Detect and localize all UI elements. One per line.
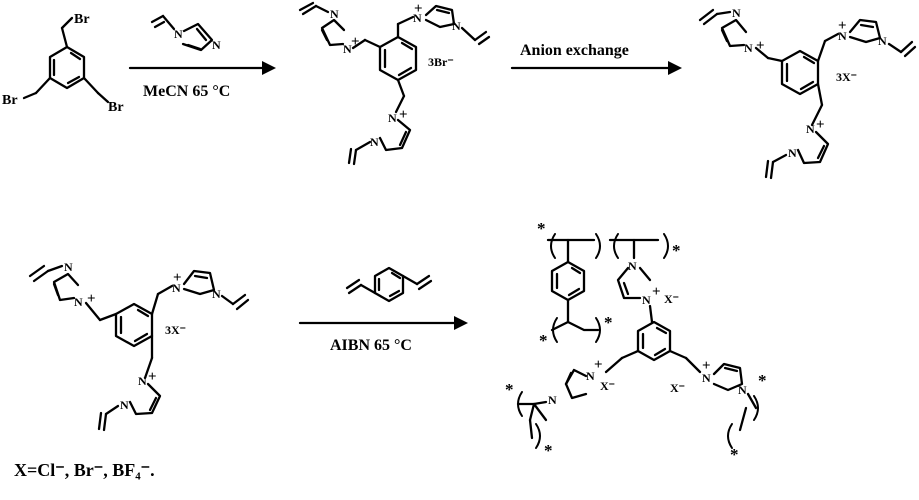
br-label: Br <box>74 12 90 27</box>
n-label: N <box>806 122 815 136</box>
bromide-counterion: 3Br⁻ <box>428 55 454 69</box>
plus-charge: + <box>756 38 765 54</box>
plus-charge: + <box>816 117 825 133</box>
trisimidazolium-monomer: N + N N + N N + N 3X⁻ <box>28 260 250 432</box>
polymer-network: * * * * N N + X⁻ N + X⁻ <box>505 219 767 464</box>
n-label: N <box>413 11 422 25</box>
n-label: N <box>212 38 221 52</box>
plus-charge: + <box>173 270 182 286</box>
n-label: N <box>330 7 339 21</box>
x-counterion: X⁻ <box>670 381 685 395</box>
plus-charge: + <box>87 291 96 307</box>
n-label: N <box>370 135 379 149</box>
n-label: N <box>174 27 183 41</box>
trisimidazolium-x: N + N N + N N + N 3X⁻ <box>698 6 917 180</box>
plus-charge: + <box>702 358 711 374</box>
chain-end-asterisk: * <box>544 441 553 460</box>
n-label: N <box>732 6 741 20</box>
chain-end-asterisk: * <box>537 219 546 238</box>
n-label: N <box>738 383 747 397</box>
n-label: N <box>343 42 352 56</box>
x-counterion: 3X⁻ <box>836 70 857 84</box>
reaction-3-conditions: AIBN 65 °C <box>330 337 412 354</box>
br-label: Br <box>108 100 124 115</box>
n-label: N <box>586 369 595 383</box>
chain-end-asterisk: * <box>539 331 548 350</box>
reaction-arrow-2: Anion exchange <box>510 42 682 75</box>
plus-charge: + <box>652 284 661 300</box>
n-label: N <box>642 293 651 307</box>
x-counterion: X⁻ <box>664 292 679 306</box>
n-label: N <box>172 281 181 295</box>
reaction-arrow-1: MeCN 65 °C <box>128 61 276 100</box>
chain-end-asterisk: * <box>505 380 514 399</box>
plus-charge: + <box>148 369 157 385</box>
chain-end-asterisk: * <box>758 371 767 390</box>
divinylbenzene-reagent <box>345 266 433 303</box>
n-label: N <box>138 374 147 388</box>
reaction-1-conditions: MeCN 65 °C <box>143 83 230 100</box>
n-label: N <box>788 146 797 160</box>
n-label: N <box>838 29 847 43</box>
plus-charge: + <box>399 107 408 123</box>
n-label: N <box>452 19 461 33</box>
n-label: N <box>64 260 73 274</box>
n-label: N <box>74 295 83 309</box>
n-label: N <box>388 111 397 125</box>
n-label: N <box>548 393 557 407</box>
trisimidazolium-bromide: N + N N + N N + N 3Br⁻ <box>298 1 491 166</box>
plus-charge: + <box>594 357 603 373</box>
plus-charge: + <box>351 34 360 50</box>
x-counterion: 3X⁻ <box>165 323 186 337</box>
n-label: N <box>878 34 887 48</box>
br-label: Br <box>2 93 18 108</box>
plus-charge: + <box>838 18 847 34</box>
plus-charge: + <box>414 1 423 17</box>
tribromide-molecule: Br Br Br <box>2 12 124 115</box>
x-counterion: X⁻ <box>600 379 615 393</box>
n-label: N <box>744 41 753 55</box>
chain-end-asterisk: * <box>672 241 681 260</box>
reaction-arrow-3: AIBN 65 °C <box>298 316 468 354</box>
n-label: N <box>628 259 637 273</box>
vinylimidazole-reagent: N N <box>150 14 221 52</box>
n-label: N <box>120 398 129 412</box>
chain-end-asterisk: * <box>730 445 739 464</box>
anion-footnote: X=Cl⁻, Br⁻, BF₄⁻. <box>14 460 155 480</box>
n-label: N <box>702 371 711 385</box>
chain-end-asterisk: * <box>604 313 613 332</box>
reaction-2-condition: Anion exchange <box>520 42 629 59</box>
n-label: N <box>212 287 221 301</box>
